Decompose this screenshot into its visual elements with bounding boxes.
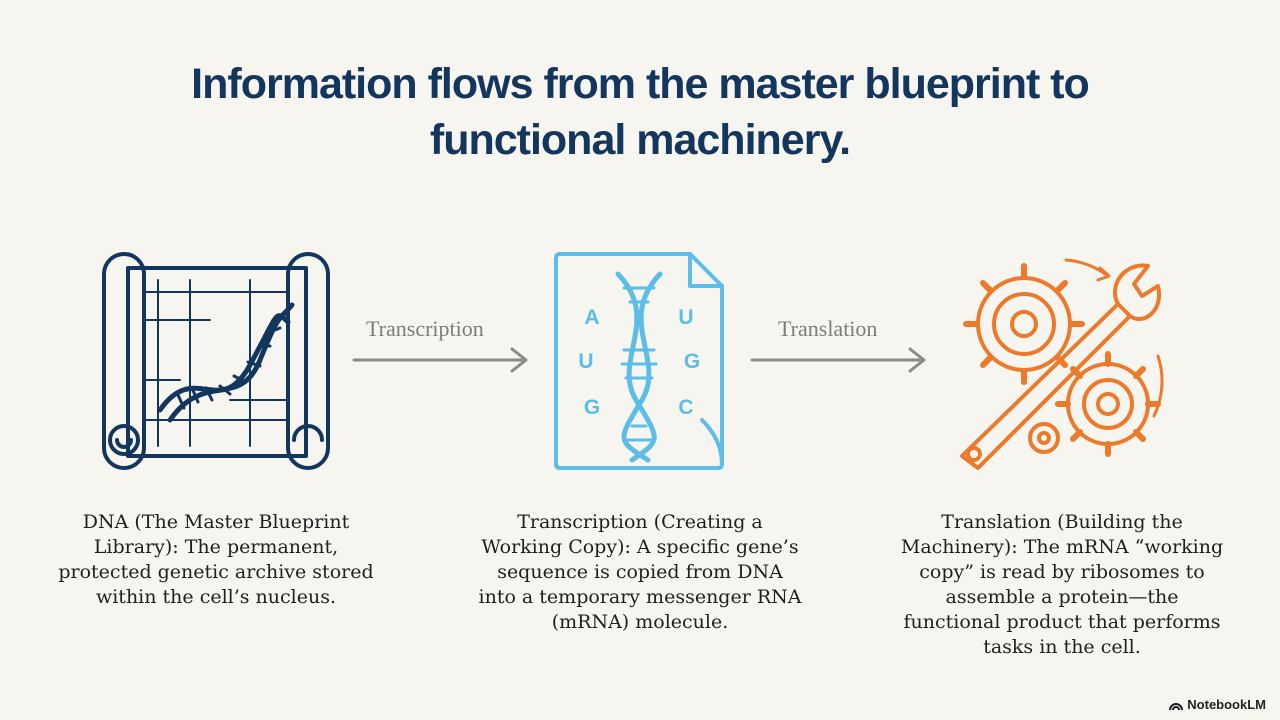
caption-translation: Translation (Building the Machinery): Th…	[900, 511, 1224, 658]
arrow-label-translation: Translation	[778, 316, 878, 341]
arrow-label-transcription: Transcription	[366, 316, 484, 341]
nucleotide-letter: C	[678, 396, 693, 419]
mrna-document-icon: A U U G G C	[554, 252, 724, 470]
nucleotide-letter: A	[584, 306, 599, 329]
notebooklm-logo-icon	[1169, 702, 1184, 710]
gears-wrench-icon	[960, 258, 1164, 470]
blueprint-scroll-dna-icon	[102, 252, 330, 470]
slide-title: Information flows from the master bluepr…	[191, 60, 1090, 164]
arrow-translation	[750, 347, 926, 373]
nucleotide-letter: U	[578, 350, 593, 373]
notebooklm-brand: NotebookLM	[1169, 697, 1266, 712]
caption-dna: DNA (The Master Blueprint Library): The …	[58, 511, 374, 608]
arrow-transcription	[352, 347, 528, 373]
brand-label: NotebookLM	[1187, 697, 1266, 712]
nucleotide-letter: U	[678, 306, 693, 329]
caption-transcription: Transcription (Creating a Working Copy):…	[478, 511, 802, 633]
nucleotide-letter: G	[584, 396, 600, 419]
nucleotide-letter: G	[684, 350, 700, 373]
